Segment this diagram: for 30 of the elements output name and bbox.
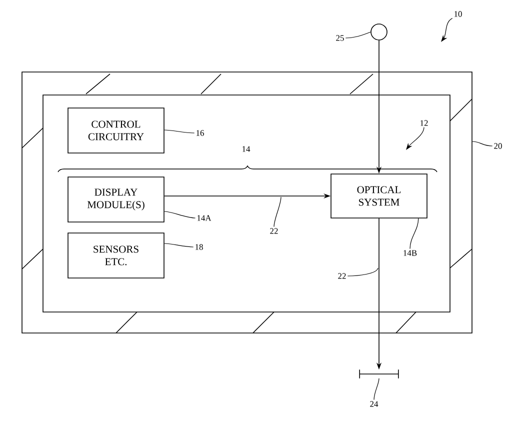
callout-number: 24 [370,401,378,407]
target-bar [359,369,399,379]
leader-arrow [441,18,453,42]
inner-frame [42,94,450,312]
leader-line [164,130,195,134]
leader-line [347,268,378,276]
process-box: SENSORS ETC. [68,232,164,278]
callout-number: 16 [196,130,204,136]
callout-number: 14 [242,146,250,152]
process-box: DISPLAY MODULE(S) [68,176,164,222]
callout-number: 22 [270,228,278,234]
leader-line [274,196,282,228]
callout-number: 14B [404,250,417,256]
leader-line [164,211,196,218]
process-box: OPTICAL SYSTEM [330,174,428,218]
process-box: CONTROL CIRCUITRY [68,108,164,154]
leader-line [164,243,194,248]
callout-number: 14A [197,215,212,221]
callout-number: 18 [196,244,203,250]
callout-number: 22 [338,273,346,279]
leader-line [472,141,493,146]
eye-circle [370,24,388,40]
callout-number: 25 [336,35,344,41]
leader-line [374,378,380,400]
leader-arrow [406,126,424,150]
leader-line [345,32,371,38]
callout-number: 12 [420,120,428,126]
callout-number: 20 [494,143,502,149]
callout-number: 10 [454,11,462,17]
leader-line [410,218,419,250]
